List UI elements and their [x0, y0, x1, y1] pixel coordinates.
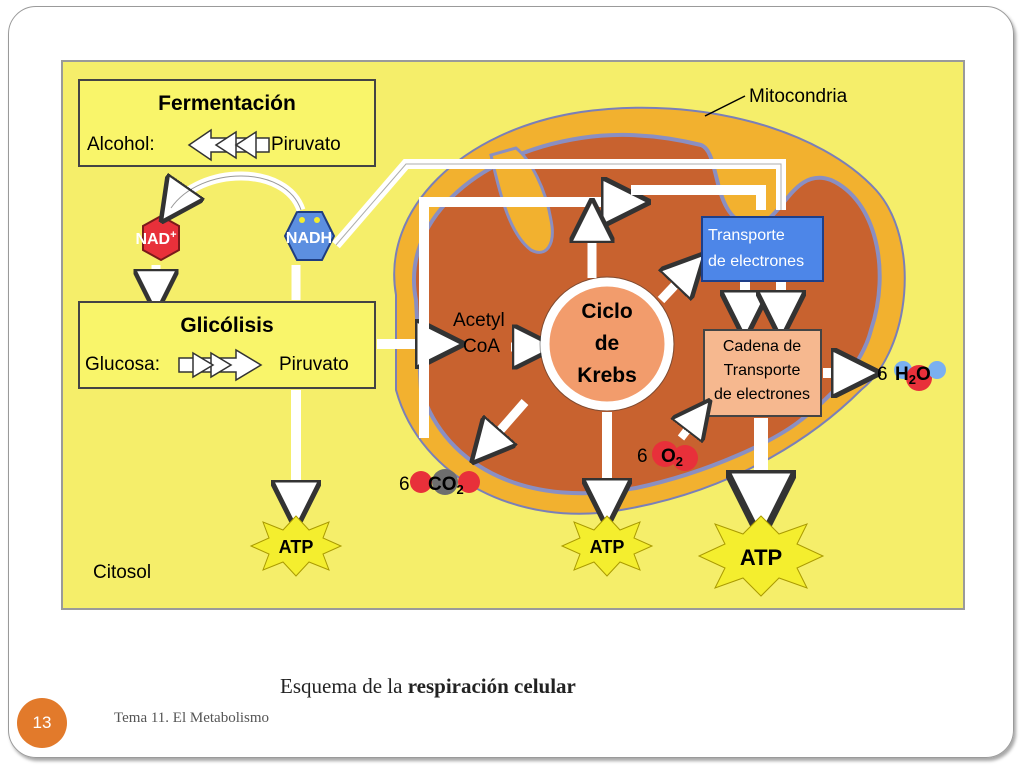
acetyl-label: Acetyl [453, 310, 505, 331]
o2-formula: O2 [661, 446, 683, 469]
electron-transport-line2: de electrones [708, 253, 804, 270]
transport-chain-line1: Cadena de [723, 338, 801, 355]
o2-molecule-icon [652, 441, 698, 471]
transport-chain-line2: Transporte [724, 362, 801, 379]
electron-transport-box [701, 216, 824, 282]
electron-transport-line1: Transporte [708, 227, 785, 244]
atp-star: ATP [249, 515, 343, 577]
atp-star: ATP [697, 515, 825, 597]
fermentation-arrows [187, 128, 270, 162]
krebs-line3: Krebs [577, 364, 637, 387]
cell-respiration-diagram: Fermentación Alcohol: Piruvato NAD+ NADH… [61, 60, 965, 610]
atp-star: ATP [560, 515, 654, 577]
mitochondria-label: Mitocondria [749, 86, 848, 107]
co2-coefficient: 6 [399, 474, 410, 495]
o2-to-chain-arrow [681, 412, 701, 438]
nadh-label: NADH [286, 230, 332, 247]
krebs-cycle-circle [540, 277, 674, 411]
atp-label: ATP [740, 545, 782, 570]
glycolysis-pyruvate-label: Piruvato [279, 354, 349, 375]
electron-dot [314, 217, 320, 223]
nad-plus-label: NAD+ [135, 229, 176, 248]
krebs-to-transport-arrow [657, 266, 693, 304]
co2-molecule-icon [410, 469, 480, 495]
h2o-coefficient: 6 [877, 364, 888, 385]
electron-dot [299, 217, 305, 223]
footer-text: Tema 11. El Metabolismo [114, 710, 270, 726]
glycolysis-title: Glicólisis [180, 314, 273, 337]
atp-label: ATP [590, 537, 625, 557]
h2o-molecule-icon [894, 361, 946, 391]
atp-label: ATP [279, 537, 314, 557]
nadh-hexagon [283, 211, 336, 261]
glycolysis-glucose-label: Glucosa: [85, 354, 160, 375]
krebs-line1: Ciclo [581, 300, 632, 323]
page-number-badge: 13 [17, 698, 67, 748]
coa-label: CoA [463, 336, 500, 357]
krebs-to-co2-arrow [483, 399, 529, 450]
h2o-formula: H2O [895, 364, 931, 387]
o2-coefficient: 6 [637, 446, 648, 467]
nadh-to-transport-arrow [332, 159, 786, 249]
fermentation-title: Fermentación [158, 92, 296, 115]
krebs-line2: de [595, 332, 620, 355]
slide-frame [8, 6, 1014, 758]
slide-caption: Esquema de la respiración celular [280, 674, 576, 699]
fermentation-alcohol-label: Alcohol: [87, 134, 155, 155]
caption-normal: Esquema de la [280, 674, 408, 698]
transport-chain-line3: de electrones [714, 386, 810, 403]
fermentation-pyruvate-label: Piruvato [271, 134, 341, 155]
caption-bold: respiración celular [407, 674, 576, 698]
pyruvate-to-co2-arrow [419, 197, 621, 438]
mitochondria-pointer [704, 95, 746, 117]
co2-formula: CO2 [428, 474, 464, 497]
cytosol-label: Citosol [93, 562, 151, 583]
page-number: 13 [32, 713, 52, 732]
glycolysis-arrows [178, 348, 263, 382]
transport-chain-box [703, 329, 822, 417]
glycolysis-panel [78, 301, 376, 389]
